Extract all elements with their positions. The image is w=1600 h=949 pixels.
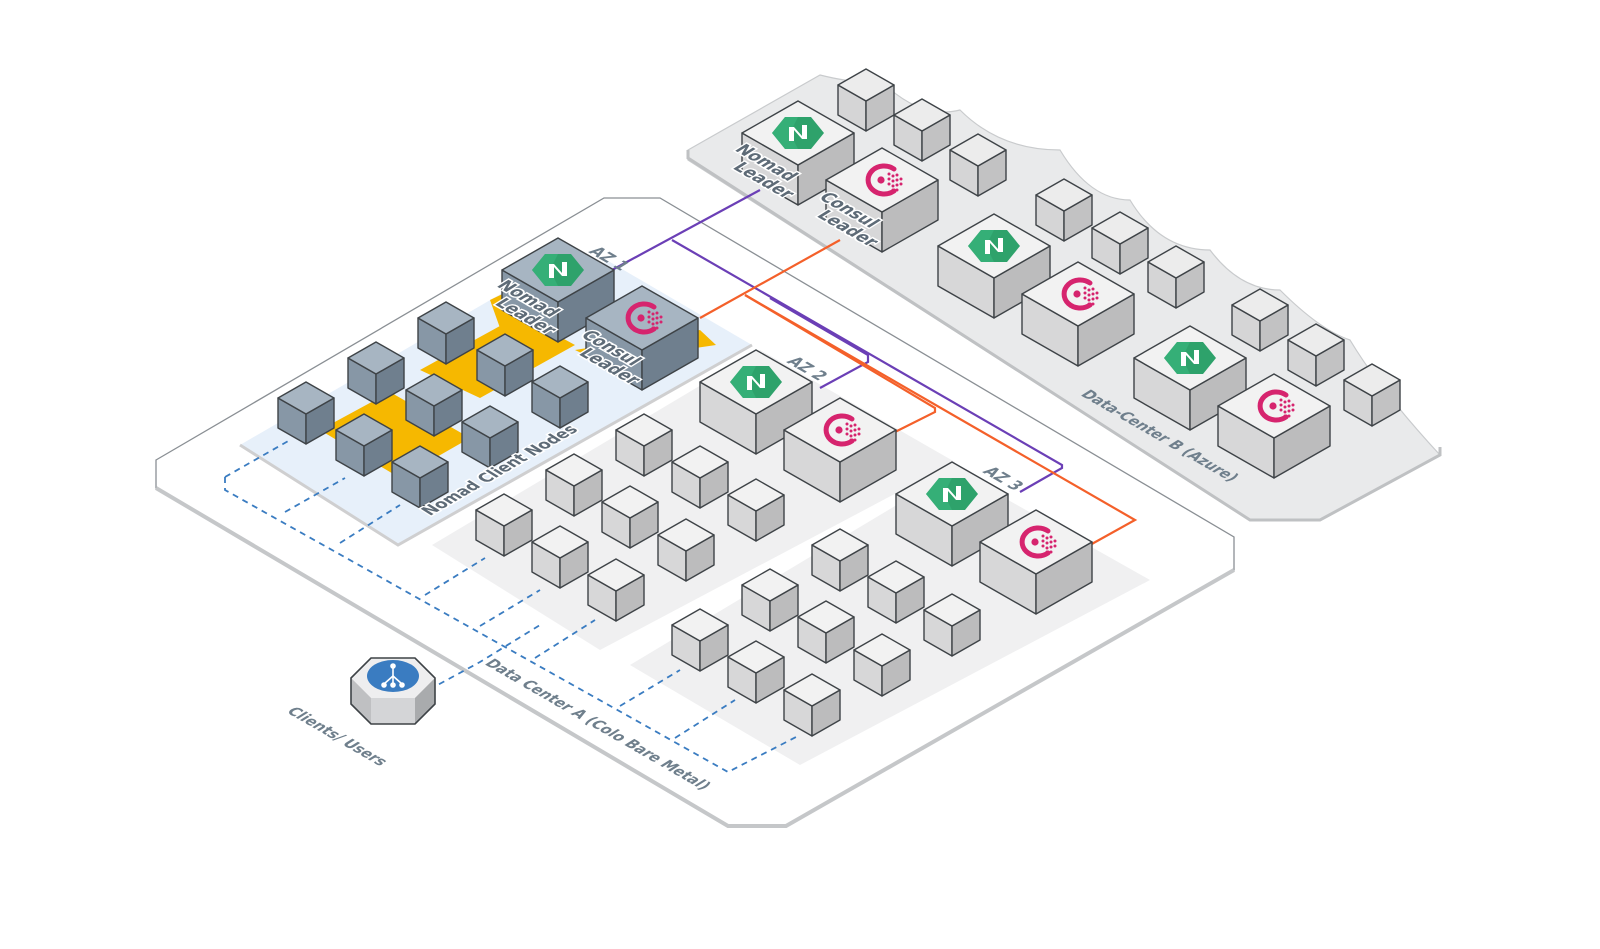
nomad-client-node[interactable]: [391, 445, 449, 509]
nomad-client-node[interactable]: [783, 673, 841, 737]
dcb-background-node[interactable]: [1091, 211, 1149, 275]
nomad-client-node[interactable]: [657, 518, 715, 582]
az2-consul-server-node[interactable]: [783, 397, 897, 503]
nomad-client-node[interactable]: [811, 528, 869, 592]
nomad-client-node[interactable]: [476, 333, 534, 397]
nomad-client-node[interactable]: [531, 525, 589, 589]
dcb-consul-leader-node[interactable]: [825, 147, 939, 253]
nomad-client-node[interactable]: [727, 640, 785, 704]
dcb-background-node[interactable]: [1231, 288, 1289, 352]
nomad-client-node[interactable]: [853, 633, 911, 697]
az1-consul-leader-node[interactable]: [585, 285, 699, 391]
nomad-client-node[interactable]: [545, 453, 603, 517]
nomad-client-node[interactable]: [461, 405, 519, 469]
nomad-client-node[interactable]: [923, 593, 981, 657]
dcb-background-node[interactable]: [893, 98, 951, 162]
dcb-background-node[interactable]: [1035, 178, 1093, 242]
nomad-client-node[interactable]: [347, 341, 405, 405]
az2-nomad-server-node[interactable]: [699, 349, 813, 455]
nomad-client-node[interactable]: [417, 301, 475, 365]
nomad-client-node[interactable]: [587, 558, 645, 622]
dcb-background-node[interactable]: [1287, 323, 1345, 387]
dcb-nomad-server-node[interactable]: [937, 213, 1051, 319]
nomad-client-node[interactable]: [797, 600, 855, 664]
nomad-client-node[interactable]: [867, 560, 925, 624]
dcb-consul-server-node[interactable]: [1217, 373, 1331, 479]
nomad-client-node[interactable]: [615, 413, 673, 477]
network-branch-icon: [367, 660, 419, 692]
nomad-links: [611, 189, 1064, 493]
dcb-nomad-server-node[interactable]: [1133, 325, 1247, 431]
nomad-client-node[interactable]: [277, 381, 335, 445]
dcb-background-node[interactable]: [1147, 245, 1205, 309]
dcb-background-node[interactable]: [837, 68, 895, 132]
leader-nodes-layer: [501, 100, 1331, 615]
nomad-client-node[interactable]: [741, 568, 799, 632]
dcb-consul-server-node[interactable]: [1021, 261, 1135, 367]
consul-links: [699, 239, 1138, 546]
nomad-client-node[interactable]: [405, 373, 463, 437]
nomad-client-node[interactable]: [475, 493, 533, 557]
az1-nomad-leader-node[interactable]: [501, 237, 615, 343]
nomad-client-node[interactable]: [671, 608, 729, 672]
nomad-client-node[interactable]: [727, 478, 785, 542]
dcb-background-node[interactable]: [1343, 363, 1401, 427]
clients-users-node[interactable]: [350, 657, 436, 725]
nomad-client-node[interactable]: [671, 445, 729, 509]
nodes-layer: [277, 301, 981, 737]
nomad-client-node[interactable]: [601, 485, 659, 549]
data-center-b-background-nodes: [837, 68, 1401, 427]
az3-nomad-server-node[interactable]: [895, 461, 1009, 567]
dcb-background-node[interactable]: [949, 133, 1007, 197]
nomad-client-node[interactable]: [531, 365, 589, 429]
az3-consul-server-node[interactable]: [979, 509, 1093, 615]
nomad-client-node[interactable]: [335, 413, 393, 477]
